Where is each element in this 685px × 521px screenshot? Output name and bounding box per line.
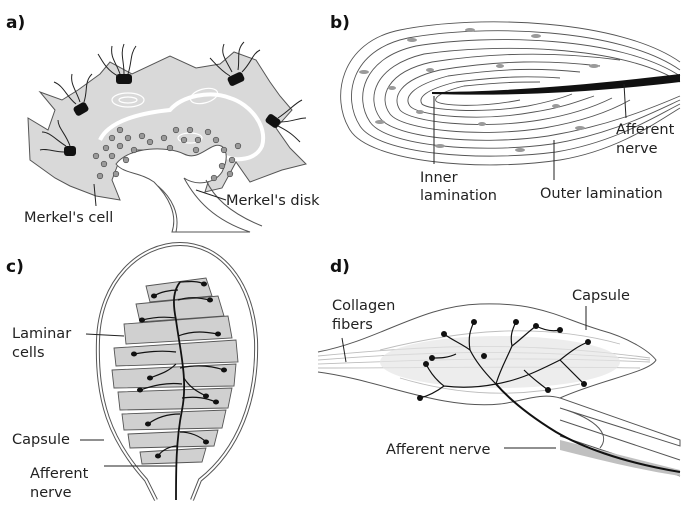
nerve-endings-d — [417, 319, 591, 401]
label-outer-lamination: Outer lamination — [540, 186, 663, 202]
label-inner-1: Inner — [420, 170, 458, 186]
leader-collagen-fibers — [341, 337, 347, 363]
merkel-granules — [92, 126, 242, 182]
leader-afferent-nerve-b — [623, 83, 627, 119]
nerve-d — [419, 321, 681, 473]
dermal-boundary — [98, 92, 266, 162]
label-merkel-cell: Merkel's cell — [24, 210, 113, 226]
label-afferent-nerve-d: Afferent nerve — [386, 442, 491, 458]
label-afferent-c-1: Afferent — [30, 466, 89, 482]
organelles — [111, 87, 219, 144]
nerve-endings-c — [131, 281, 227, 459]
lamination-cell-nuclei — [359, 28, 599, 152]
panel-c-letter: c) — [6, 257, 24, 277]
laminar-cells — [111, 277, 239, 465]
collagen-core — [380, 336, 620, 388]
label-afferent-b-1: Afferent — [616, 122, 675, 138]
afferent-nerve-b — [432, 74, 680, 95]
merkel-cell-processes — [39, 41, 307, 153]
leader-merkel-cell — [93, 183, 97, 207]
capsule-d — [317, 303, 681, 449]
leader-merkel-disk — [195, 189, 227, 201]
laminations — [340, 21, 681, 166]
label-afferent-c-2: nerve — [30, 485, 72, 501]
label-merkel-disk: Merkel's disk — [226, 193, 320, 209]
label-laminar-2: cells — [12, 345, 45, 361]
merkel-nerve — [157, 179, 263, 233]
panel-a-letter: a) — [6, 13, 25, 33]
leader-laminar-cells — [85, 333, 125, 337]
panel-d: d) Collagen fibers — [317, 257, 681, 477]
panel-b-letter: b) — [330, 13, 350, 33]
panel-b: b) Inner lamination Outer lamination Aff… — [330, 13, 681, 204]
label-afferent-b-2: nerve — [616, 141, 658, 157]
label-capsule-d: Capsule — [572, 288, 630, 304]
label-collagen-1: Collagen — [332, 298, 395, 314]
merkel-cell-bodies — [64, 72, 281, 156]
capsule-c-inner — [96, 242, 258, 501]
merkel-nerve-terminal — [115, 144, 251, 233]
panel-a: a) — [6, 13, 320, 233]
label-collagen-2: fibers — [332, 317, 373, 333]
label-inner-2: lamination — [420, 188, 497, 204]
panel-c: c) Laminar cells — [6, 241, 259, 501]
label-capsule-c: Capsule — [12, 432, 70, 448]
panel-d-letter: d) — [330, 257, 350, 277]
nerve-c — [133, 280, 225, 501]
label-laminar-1: Laminar — [12, 326, 71, 342]
